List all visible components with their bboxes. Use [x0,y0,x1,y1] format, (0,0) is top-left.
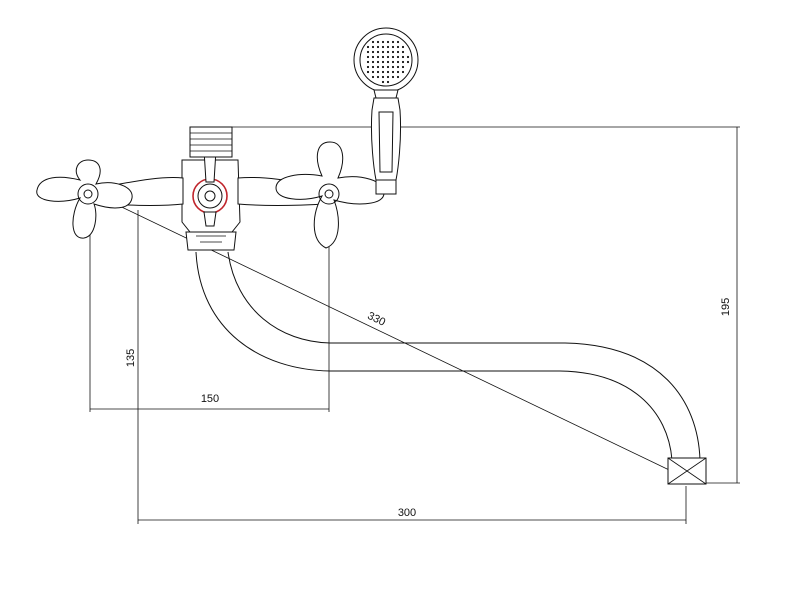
nozzle-dot [381,55,385,59]
nozzle-dot [371,60,375,64]
nozzle-dot [381,40,385,44]
hose-fitting [189,126,233,158]
dim-135-label: 135 [125,349,137,367]
nozzle-dot [401,60,405,64]
nozzle-dot [371,75,375,79]
nozzle-dot [391,70,395,74]
nozzle-dot [376,70,380,74]
nozzle-dot [366,60,370,64]
nozzle-dot [371,50,375,54]
nozzle-dot [391,55,395,59]
nozzle-dot [401,50,405,54]
nozzle-dot [376,50,380,54]
nozzle-dot [386,75,390,79]
hand-shower [353,27,419,195]
nozzle-dot [381,65,385,69]
nozzle-dot [396,70,400,74]
nozzle-dot [386,80,390,84]
nozzle-dot [371,70,375,74]
right-cross-handle [275,141,385,249]
nozzle-dot [366,45,370,49]
nozzle-dot [376,55,380,59]
nozzle-dot [386,65,390,69]
shower-nozzles [366,40,410,84]
nozzle-dot [371,45,375,49]
spout-nut [185,231,237,251]
nozzle-dot [376,60,380,64]
nozzle-dot [381,60,385,64]
nozzle-dot [371,65,375,69]
mixer-body [103,149,327,251]
shower-head [353,27,419,93]
dim-195-label: 195 [720,298,732,316]
nozzle-dot [401,65,405,69]
nozzle-dot [396,40,400,44]
nozzle-dot [386,40,390,44]
nozzle-dot [391,45,395,49]
nozzle-dot [396,50,400,54]
shower-handle [370,97,402,181]
nozzle-dot [396,55,400,59]
nozzle-dot [376,40,380,44]
nozzle-dot [396,60,400,64]
nozzle-dot [406,60,410,64]
nozzle-dot [391,60,395,64]
nozzle-dot [401,55,405,59]
nozzle-dot [396,45,400,49]
left-cross-handle [36,159,133,239]
nozzle-dot [386,70,390,74]
nozzle-dot [366,50,370,54]
nozzle-dot [381,50,385,54]
nozzle-dot [406,55,410,59]
nozzle-dot [391,75,395,79]
nozzle-dot [381,70,385,74]
nozzle-dot [401,70,405,74]
nozzle-dot [366,70,370,74]
nozzle-dot [381,75,385,79]
nozzle-dot [376,75,380,79]
nozzle-dot [391,50,395,54]
nozzle-dot [381,45,385,49]
nozzle-dot [396,65,400,69]
dim-300-label: 300 [398,507,416,519]
nozzle-dot [366,55,370,59]
nozzle-dot [391,40,395,44]
nozzle-dot [371,40,375,44]
nozzle-dot [376,45,380,49]
nozzle-dot [371,55,375,59]
nozzle-dot [396,75,400,79]
nozzle-dot [381,80,385,84]
nozzle-dot [376,65,380,69]
nozzle-dot [386,45,390,49]
nozzle-dot [391,65,395,69]
spout [195,251,707,485]
nozzle-dot [401,45,405,49]
nozzle-dot [386,55,390,59]
nozzle-dot [366,65,370,69]
nozzle-dot [386,50,390,54]
nozzle-dot [386,60,390,64]
dim-150-label: 150 [201,393,219,405]
